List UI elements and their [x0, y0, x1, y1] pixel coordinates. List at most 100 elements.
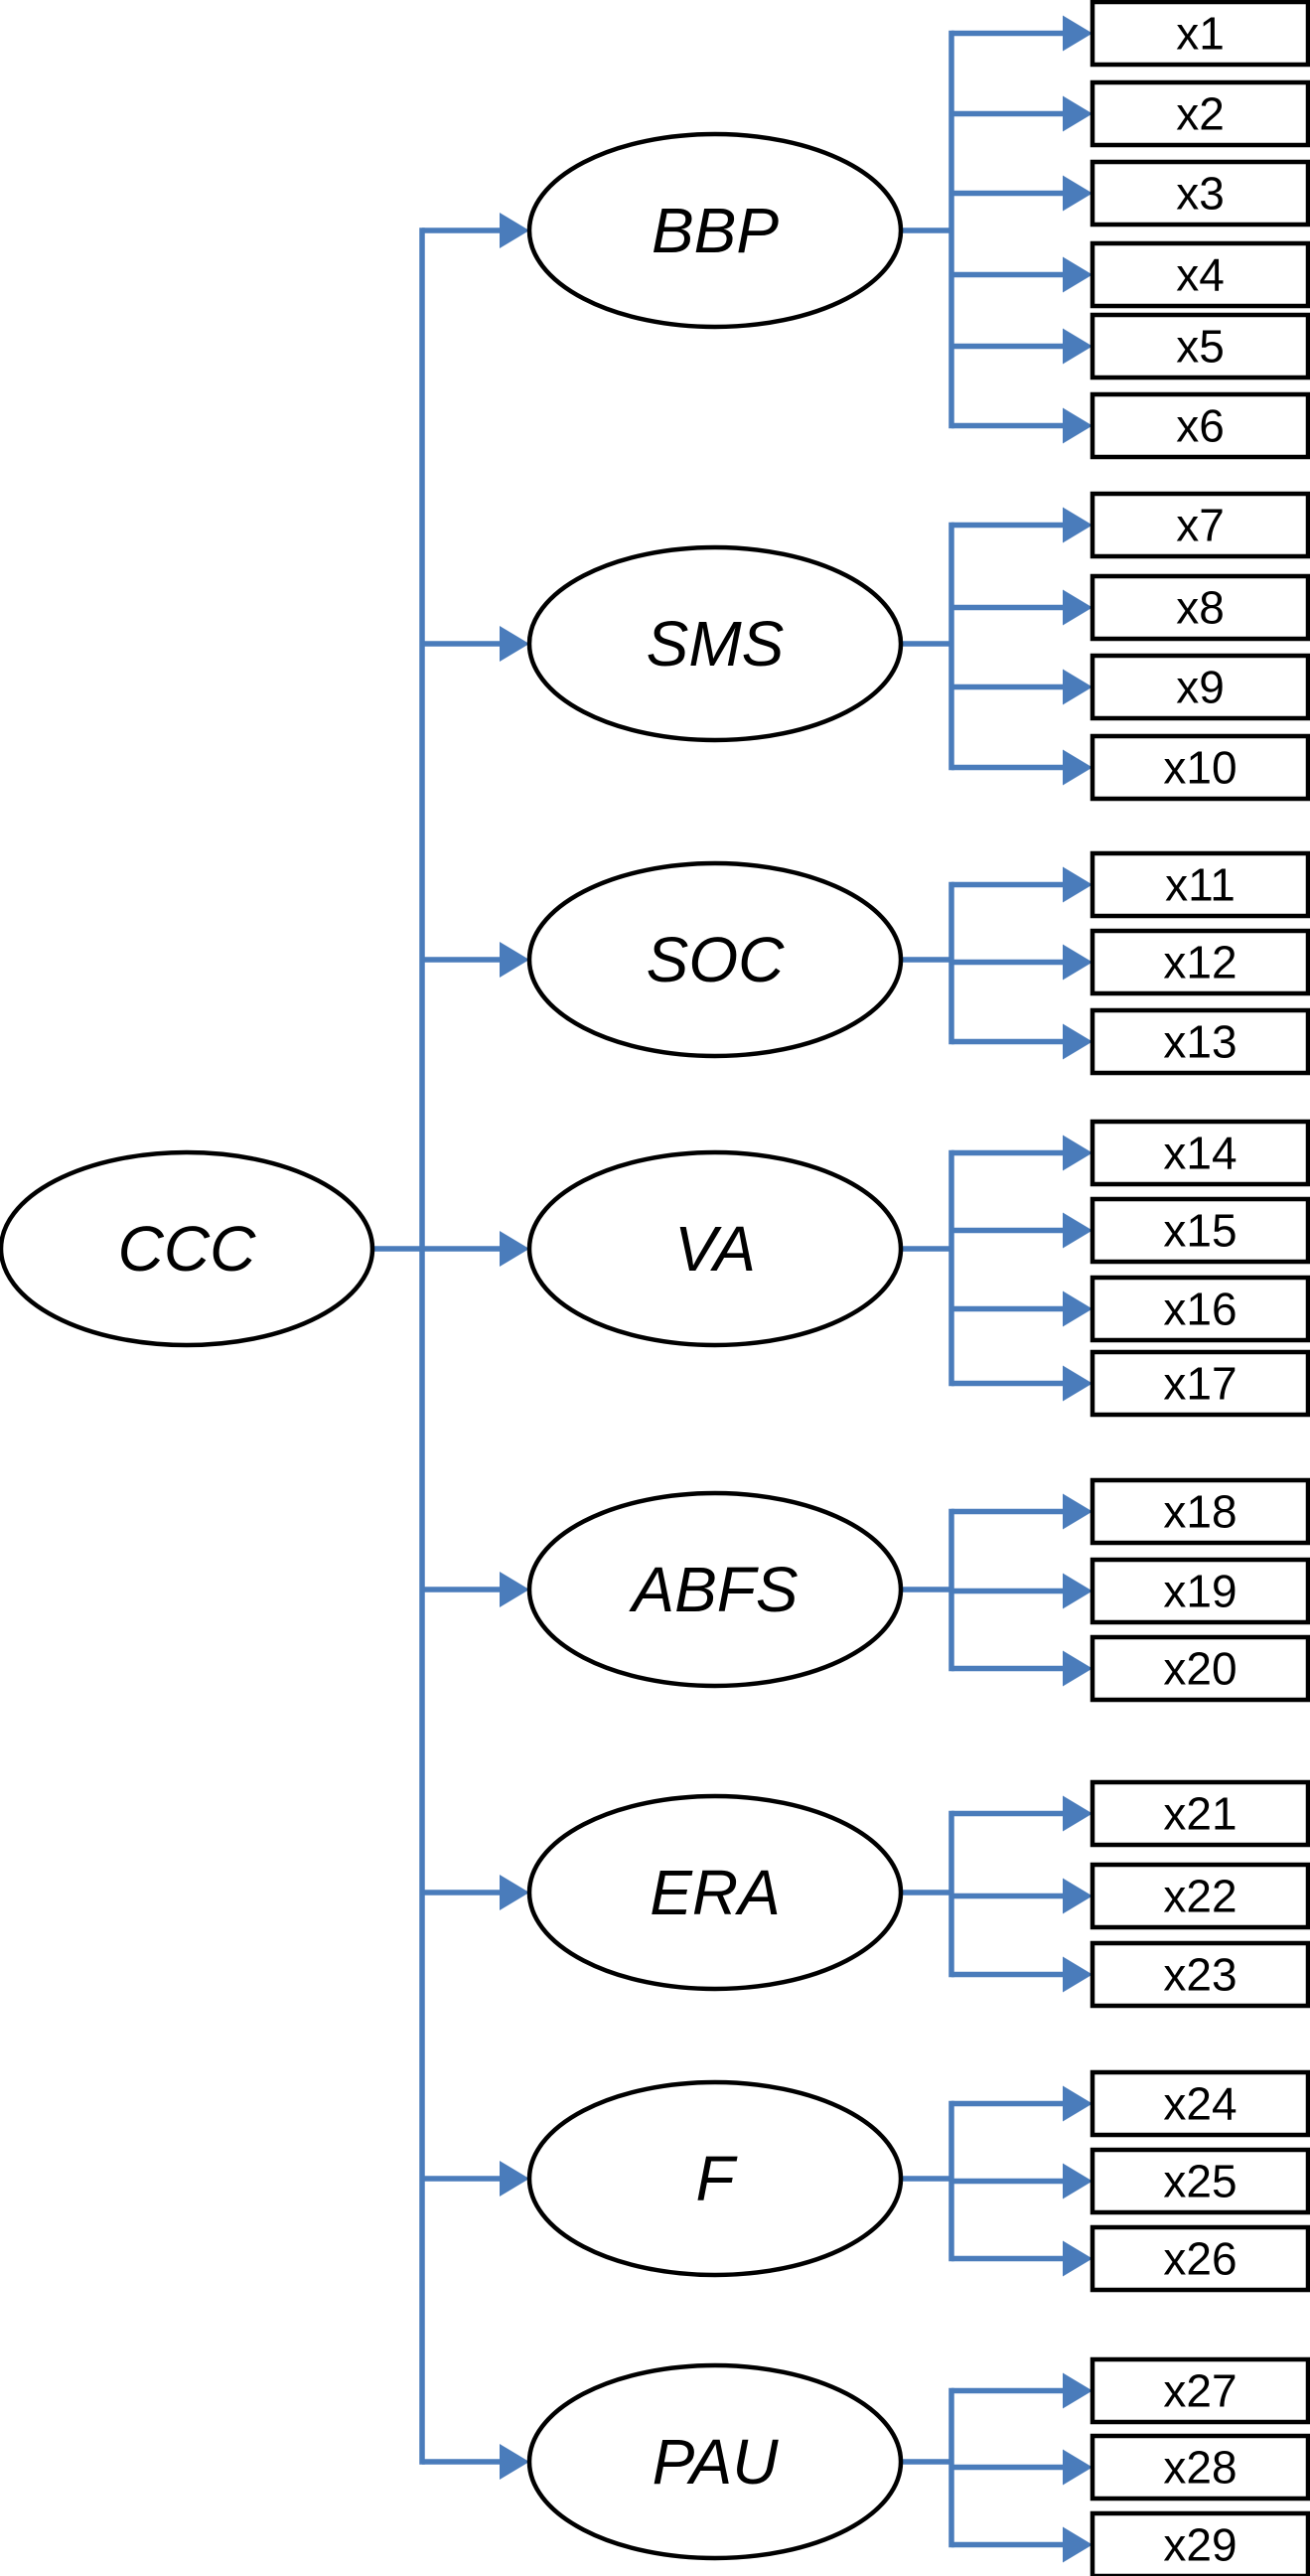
indicator-arrowhead [1063, 507, 1092, 543]
indicator-label: x12 [1163, 937, 1237, 988]
indicator-arrowhead [1063, 749, 1092, 786]
indicator-arrowhead [1063, 2240, 1092, 2277]
factor-arrowhead [500, 2161, 529, 2197]
indicator-box [1090, 1779, 1310, 1848]
indicator-box [1090, 1940, 1310, 2009]
indicator-label: x29 [1163, 2519, 1237, 2571]
indicator-arrowhead [1063, 328, 1092, 365]
indicator-arrowhead [1063, 407, 1092, 444]
indicator-box [1090, 928, 1310, 996]
latent-ellipse [526, 544, 904, 743]
indicator-label: x5 [1176, 321, 1225, 373]
factor-arrowhead [500, 1875, 529, 1910]
indicator-box [1090, 573, 1310, 642]
indicator-arrowhead [1063, 1650, 1092, 1687]
indicator-arrowhead [1063, 669, 1092, 705]
indicator-arrowhead [1063, 2449, 1092, 2486]
latent-label: SOC [647, 924, 785, 995]
indicator-box [1090, 2510, 1310, 2576]
latent-label: BBP [652, 195, 779, 266]
indicator-arrowhead [1063, 2163, 1092, 2199]
indicator-label: x9 [1176, 662, 1225, 713]
indicator-label: x4 [1176, 249, 1225, 301]
indicator-arrowhead [1063, 1878, 1092, 1914]
indicator-arrowhead [1063, 1573, 1092, 1609]
indicator-box [1090, 850, 1310, 919]
indicator-arrowhead [1063, 1956, 1092, 1993]
latent-ellipse [526, 1490, 904, 1689]
indicator-arrowhead [1063, 1023, 1092, 1060]
indicator-arrowhead [1063, 1290, 1092, 1327]
indicator-box [1090, 312, 1310, 380]
indicator-label: x11 [1165, 859, 1236, 911]
indicator-arrowhead [1063, 1212, 1092, 1249]
root-ellipse [0, 1149, 375, 1348]
indicator-box [1090, 2069, 1310, 2138]
latent-ellipse [526, 2362, 904, 2561]
indicator-arrowhead [1063, 1365, 1092, 1402]
latent-label: VA [674, 1213, 756, 1285]
indicator-label: x2 [1176, 88, 1225, 140]
indicator-box [1090, 733, 1310, 802]
indicator-arrowhead [1063, 1135, 1092, 1171]
indicator-box [1090, 1349, 1310, 1418]
indicator-arrowhead [1063, 15, 1092, 52]
indicator-label: x22 [1163, 1871, 1237, 1922]
indicator-box [1090, 1275, 1310, 1343]
root-label: CCC [118, 1213, 256, 1285]
indicator-box [1090, 1557, 1310, 1625]
indicator-label: x3 [1176, 168, 1225, 220]
indicator-box [1090, 491, 1310, 559]
indicator-label: x19 [1163, 1566, 1237, 1617]
indicator-label: x13 [1163, 1016, 1237, 1068]
factor-arrowhead [500, 626, 529, 662]
indicator-label: x14 [1163, 1128, 1237, 1179]
indicator-label: x18 [1163, 1486, 1237, 1538]
indicator-box [1090, 653, 1310, 721]
indicator-arrowhead [1063, 866, 1092, 903]
indicator-box [1090, 1007, 1310, 1076]
indicator-label: x6 [1176, 400, 1225, 452]
factor-arrowhead [500, 1231, 529, 1267]
indicator-box [1090, 1862, 1310, 1930]
indicator-arrowhead [1063, 2085, 1092, 2122]
indicator-arrowhead [1063, 2372, 1092, 2409]
indicator-label: x1 [1176, 8, 1225, 60]
latent-label: SMS [647, 608, 785, 680]
indicator-box [1090, 2147, 1310, 2215]
indicator-label: x10 [1163, 742, 1237, 794]
latent-ellipse [526, 2079, 904, 2278]
latent-ellipse [526, 1149, 904, 1348]
indicator-box [1090, 0, 1310, 68]
indicator-label: x20 [1163, 1643, 1237, 1695]
indicator-label: x7 [1176, 500, 1225, 551]
latent-ellipse [526, 1793, 904, 1992]
indicator-box [1090, 2224, 1310, 2293]
indicator-box [1090, 1477, 1310, 1546]
latent-label: PAU [653, 2426, 780, 2498]
indicator-label: x25 [1163, 2156, 1237, 2207]
indicator-label: x17 [1163, 1358, 1237, 1410]
indicator-arrowhead [1063, 944, 1092, 981]
indicator-label: x21 [1163, 1788, 1237, 1840]
latent-ellipse [526, 131, 904, 330]
indicator-arrowhead [1063, 175, 1092, 212]
indicator-box [1090, 1119, 1310, 1187]
indicator-box [1090, 240, 1310, 309]
latent-ellipse [526, 860, 904, 1059]
latent-label: ABFS [628, 1554, 798, 1625]
indicator-arrowhead [1063, 95, 1092, 132]
indicator-box [1090, 391, 1310, 460]
indicator-box [1090, 1634, 1310, 1703]
indicator-label: x28 [1163, 2442, 1237, 2494]
indicator-arrowhead [1063, 1795, 1092, 1832]
indicator-arrowhead [1063, 2526, 1092, 2563]
indicator-box [1090, 2356, 1310, 2425]
indicator-label: x26 [1163, 2233, 1237, 2285]
indicator-arrowhead [1063, 1493, 1092, 1530]
factor-arrowhead [500, 213, 529, 248]
indicator-arrowhead [1063, 256, 1092, 293]
indicator-label: x15 [1163, 1205, 1237, 1257]
indicator-box [1090, 159, 1310, 227]
